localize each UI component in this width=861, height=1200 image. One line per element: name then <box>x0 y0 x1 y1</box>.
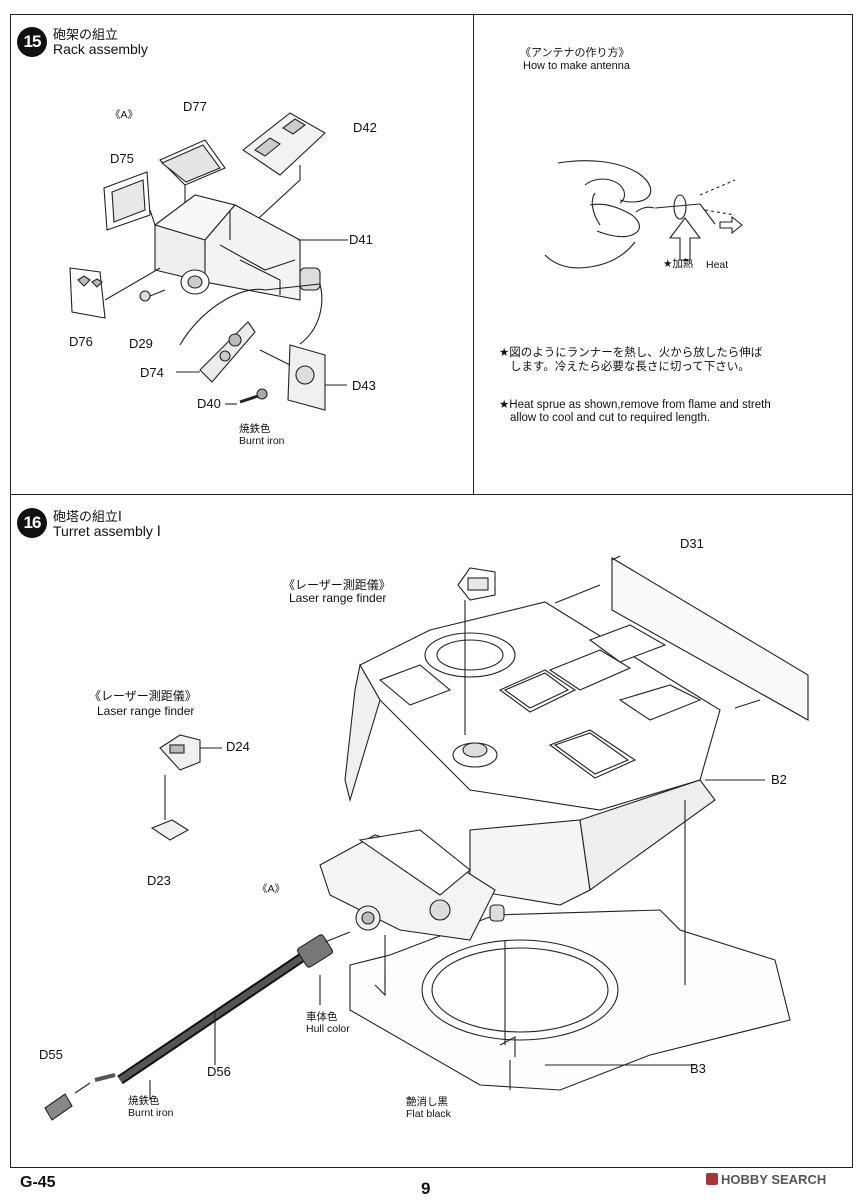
antenna-note-en-2: allow to cool and cut to required length… <box>510 412 711 424</box>
step-15-badge: 15 <box>17 27 47 57</box>
step-16-badge: 16 <box>17 508 47 538</box>
label-d42: D42 <box>353 120 377 135</box>
label-b3: B3 <box>690 1061 706 1076</box>
step16-label-a: 《A》 <box>257 883 286 895</box>
step15-color-en: Burnt iron <box>239 435 285 447</box>
label-d31: D31 <box>680 536 704 551</box>
antenna-heat-en: Heat <box>706 259 729 271</box>
step15-title-jp: 砲架の組立 <box>53 28 119 43</box>
watermark-logo-icon <box>706 1173 718 1185</box>
label-d40: D40 <box>197 396 221 411</box>
label-d76: D76 <box>69 334 93 349</box>
hull-color-en: Hull color <box>306 1023 350 1035</box>
flat-black-en: Flat black <box>406 1108 451 1120</box>
antenna-note-jp-1: ★図のようにランナーを熱し、火から放したら伸ば <box>499 347 763 359</box>
laser-left-en: Laser range finder <box>97 704 195 718</box>
laser-top-jp: 《レーザー測距儀》 <box>283 578 391 592</box>
page-number: 9 <box>421 1179 431 1198</box>
antenna-title-jp: 《アンテナの作り方》 <box>520 47 630 59</box>
burnt-iron-en: Burnt iron <box>128 1107 174 1119</box>
step16-panel <box>10 494 853 1168</box>
burnt-iron-jp: 焼鉄色 <box>128 1095 160 1107</box>
antenna-note-jp-2: します。冷えたら必要な長さに切って下さい。 <box>510 361 750 373</box>
laser-left-jp: 《レーザー測距儀》 <box>89 689 197 703</box>
step15-label-a: 《A》 <box>110 109 139 121</box>
step15-color-jp: 焼鉄色 <box>239 423 271 435</box>
watermark-text: HOBBY SEARCH <box>721 1172 827 1187</box>
label-d56: D56 <box>207 1064 231 1079</box>
laser-top-en: Laser range finder <box>289 591 387 605</box>
watermark: HOBBY SEARCH <box>706 1172 826 1187</box>
label-d74: D74 <box>140 365 164 380</box>
label-d75: D75 <box>110 151 134 166</box>
hull-color-jp: 車体色 <box>306 1011 338 1023</box>
step15-title-en: Rack assembly <box>53 41 148 57</box>
antenna-heat-jp: ★加熱 <box>663 258 694 270</box>
step16-title-jp: 砲塔の組立Ⅰ <box>53 510 122 525</box>
label-d41: D41 <box>349 232 373 247</box>
antenna-title-en: How to make antenna <box>523 60 631 72</box>
label-d55: D55 <box>39 1047 63 1062</box>
antenna-note-en-1: ★Heat sprue as shown,remove from flame a… <box>499 399 771 411</box>
label-d24: D24 <box>226 739 250 754</box>
flat-black-jp: 艶消し黒 <box>406 1096 448 1108</box>
label-d43: D43 <box>352 378 376 393</box>
label-d23: D23 <box>147 873 171 888</box>
label-d29: D29 <box>129 336 153 351</box>
label-d77: D77 <box>183 99 207 114</box>
footer-code: G-45 <box>20 1174 56 1191</box>
step16-title-en: Turret assembly Ⅰ <box>53 523 161 539</box>
label-b2: B2 <box>771 772 787 787</box>
